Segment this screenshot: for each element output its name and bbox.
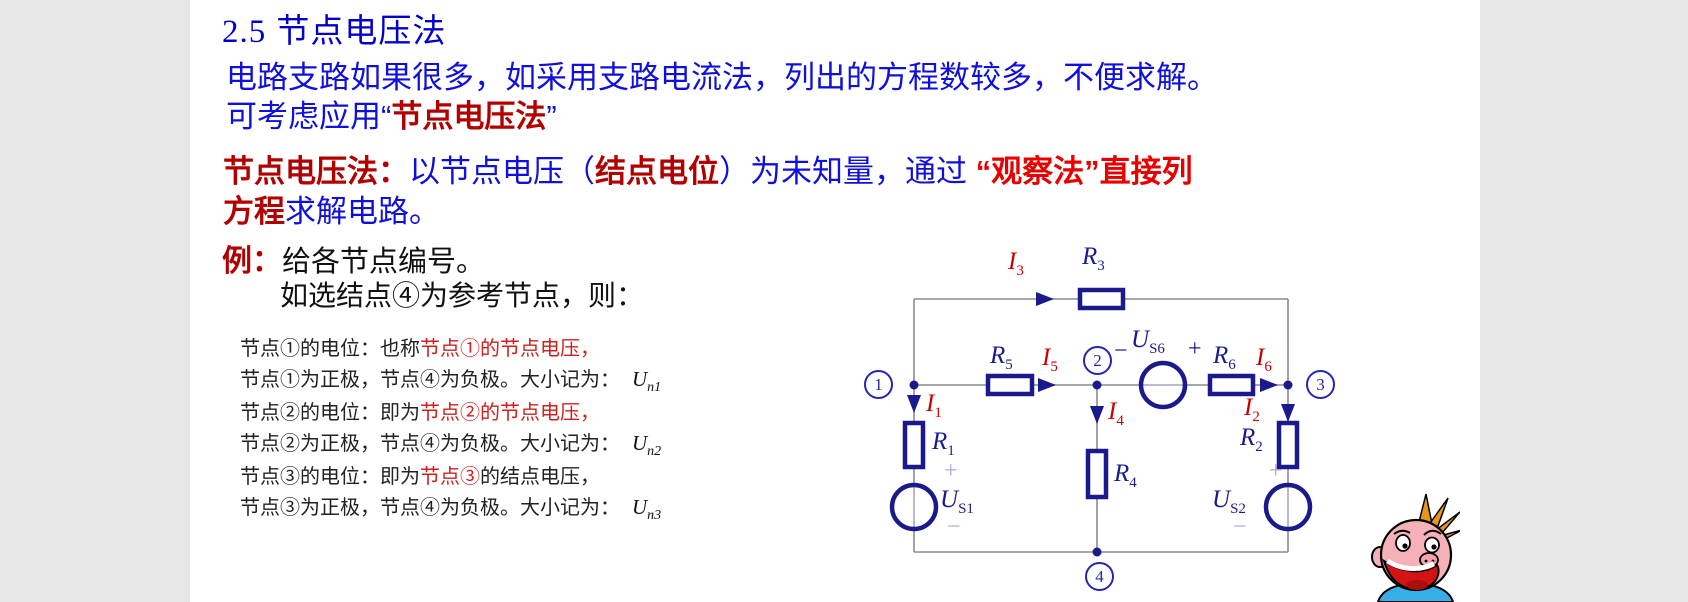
note-block-2: 节点②的电位：即为节点②的节点电压， 节点②为正极，节点④为负极。大小记为： Un… xyxy=(240,398,661,467)
intro-line2-pre: 可考虑应用“ xyxy=(226,99,392,134)
note1-u-sub: n1 xyxy=(647,380,662,396)
definition-em2: “观察法”直接列 xyxy=(975,154,1193,189)
intro-paragraph: 电路支路如果很多，如采用支路电流法，列出的方程数较多，不便求解。 可考虑应用“节… xyxy=(226,58,1218,136)
intro-line2-post: ” xyxy=(546,99,557,134)
section-number: 2.5 xyxy=(222,14,267,50)
page-title: 2.5 节点电压法 xyxy=(222,4,446,52)
note2-voltage-symbol: Un2 xyxy=(632,431,661,459)
slide-canvas: 2.5 节点电压法 电路支路如果很多，如采用支路电流法，列出的方程数较多，不便求… xyxy=(190,0,1480,602)
note3-line1-post: 的结点电压， xyxy=(480,466,600,488)
example-text1: 给各节点编号。 xyxy=(282,246,486,278)
note1-line2: 节点①为正极，节点④为负极。大小记为： xyxy=(240,369,620,391)
definition-paragraph: 节点电压法：以节点电压（结点电位）为未知量，通过 “观察法”直接列 方程求解电路… xyxy=(223,152,1193,232)
note3-line1-pre: 节点③的电位：即为 xyxy=(240,466,420,488)
definition-seg2: ）为未知量，通过 xyxy=(719,154,976,189)
mascot-cartoon xyxy=(1371,493,1460,602)
definition-seg1: 以节点电压（ xyxy=(409,154,595,189)
definition-em1: 结点电位 xyxy=(595,154,719,189)
example-line1: 例：给各节点编号。 xyxy=(222,236,485,280)
note3-line1-red: 节点③ xyxy=(420,466,480,488)
example-label: 例： xyxy=(222,245,282,278)
intro-line1: 电路支路如果很多，如采用支路电流法，列出的方程数较多，不便求解。 xyxy=(226,60,1218,95)
note-block-1: 节点①的电位：也称节点①的节点电压， 节点①为正极，节点④为负极。大小记为： Un… xyxy=(240,334,661,403)
definition-em2b: 方程 xyxy=(223,194,285,229)
mascot-mouth xyxy=(1382,558,1440,591)
definition-term: 节点电压法： xyxy=(223,154,409,189)
definition-seg3: 求解电路。 xyxy=(285,194,440,229)
note1-u-base: U xyxy=(632,367,648,391)
intro-line2-highlight: 节点电压法 xyxy=(391,99,547,134)
example-line2: 如选结点④为参考节点，则： xyxy=(280,280,645,311)
note1-line1-pre: 节点①的电位：也称 xyxy=(240,338,420,360)
note3-line2: 节点③为正极，节点④为负极。大小记为： xyxy=(240,497,620,519)
note3-u-sub: n3 xyxy=(647,508,662,524)
note2-line2: 节点②为正极，节点④为负极。大小记为： xyxy=(240,433,620,455)
note1-voltage-symbol: Un1 xyxy=(632,367,661,395)
note2-u-base: U xyxy=(632,431,648,455)
note2-u-sub: n2 xyxy=(647,444,662,460)
note2-line1-red: 节点②的节点电压， xyxy=(420,402,600,424)
section-title-text: 节点电压法 xyxy=(276,12,447,49)
note2-line1-pre: 节点②的电位：即为 xyxy=(240,402,420,424)
mascot-eyebrows xyxy=(1393,529,1442,536)
note3-u-base: U xyxy=(632,495,648,519)
note3-voltage-symbol: Un3 xyxy=(632,495,661,523)
note-block-3: 节点③的电位：即为节点③的结点电压， 节点③为正极，节点④为负极。大小记为： Un… xyxy=(240,462,661,531)
note1-line1-red: 节点①的节点电压， xyxy=(420,338,600,360)
